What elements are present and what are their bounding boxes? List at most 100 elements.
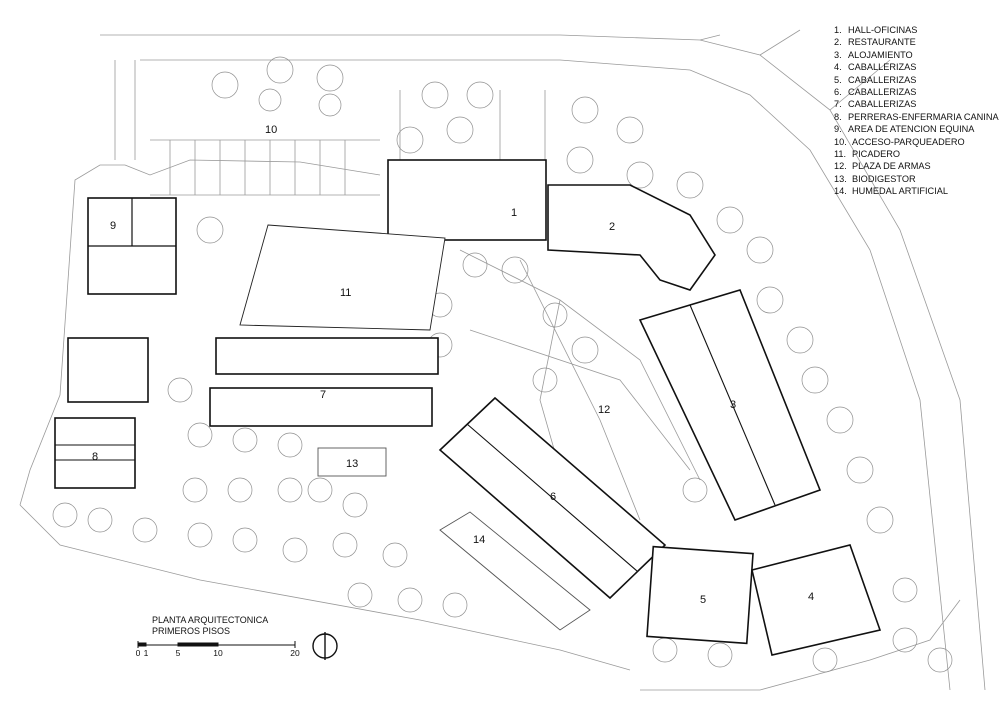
tree-icon (927, 647, 953, 673)
tree-icon (277, 477, 303, 503)
scale-label: 1 (143, 648, 149, 658)
tree-icon (716, 206, 744, 234)
tree-icon (892, 627, 918, 653)
tree-icon (187, 422, 213, 448)
legend: 1.HALL-OFICINAS 2.RESTAURANTE 3.ALOJAMIE… (834, 24, 999, 198)
tree-icon (616, 116, 644, 144)
tree-icon (397, 587, 423, 613)
tree-icon (846, 456, 874, 484)
tree-icon (801, 366, 829, 394)
legend-item: 10.ACCESO-PARQUEADERO (834, 136, 965, 147)
tree-icon (227, 477, 253, 503)
tree-icon (396, 126, 424, 154)
tree-icon (466, 81, 494, 109)
tree-icon (316, 64, 344, 92)
legend-item: 4.CABALLERIZAS (834, 62, 917, 73)
label-12: 12 (598, 404, 610, 416)
tree-icon (826, 406, 854, 434)
tree-group (52, 56, 953, 673)
tree-icon (266, 56, 294, 84)
tree-icon (676, 171, 704, 199)
label-7: 7 (320, 389, 326, 401)
legend-item: 1.HALL-OFICINAS (834, 25, 918, 35)
label-10: 10 (265, 124, 277, 136)
tree-icon (332, 532, 358, 558)
legend-item: 12.PLAZA DE ARMAS (834, 161, 931, 172)
humedal-artificial (439, 511, 591, 631)
tree-icon (232, 527, 258, 553)
tree-icon (282, 537, 308, 563)
legend-item: 14.HUMEDAL ARTIFICIAL (834, 186, 948, 197)
building-8 (67, 337, 149, 403)
label-8: 8 (92, 451, 98, 463)
north-arrow-icon (312, 632, 338, 660)
tree-icon (446, 116, 474, 144)
tree-icon (277, 432, 303, 458)
legend-item: 8.PERRERAS-ENFERMARIA CANINA (834, 111, 999, 122)
drawing-title-line1: PLANTA ARQUITECTONICA (152, 615, 269, 625)
tree-icon (52, 502, 78, 528)
legend-item: 3.ALOJAMIENTO (834, 49, 913, 60)
tree-icon (707, 642, 733, 668)
tree-icon (566, 146, 594, 174)
label-9: 9 (110, 220, 116, 232)
building-1 (387, 159, 547, 241)
tree-icon (756, 286, 784, 314)
tree-icon (211, 71, 239, 99)
tree-icon (682, 477, 708, 503)
tree-icon (571, 336, 599, 364)
plaza-paths (459, 249, 701, 521)
tree-icon (342, 492, 368, 518)
building-8-kennels (54, 417, 136, 489)
drawing-title-line2: PRIMEROS PISOS (152, 626, 231, 636)
label-11: 11 (340, 287, 351, 299)
building-3 (638, 289, 822, 521)
road-edge-lane (699, 29, 891, 111)
label-5: 5 (700, 594, 706, 606)
parking-lines (150, 139, 380, 196)
tree-icon (542, 302, 568, 328)
access-paths (114, 60, 546, 175)
tree-icon (532, 367, 558, 393)
tree-icon (307, 477, 333, 503)
label-3: 3 (730, 399, 736, 411)
tree-icon (746, 236, 774, 264)
tree-icon (87, 507, 113, 533)
tree-icon (382, 542, 408, 568)
legend-item: 9.AREA DE ATENCION EQUINA (834, 124, 975, 135)
tree-icon (182, 477, 208, 503)
tree-icon (812, 647, 838, 673)
tree-icon (347, 582, 373, 608)
tree-icon (167, 377, 193, 403)
label-4: 4 (808, 591, 814, 603)
tree-icon (501, 256, 529, 284)
tree-icon (866, 506, 894, 534)
label-1: 1 (511, 207, 517, 219)
tree-icon (132, 517, 158, 543)
building-7-south (209, 387, 433, 427)
tree-icon (626, 161, 654, 189)
building-4 (751, 544, 882, 656)
road-edge-top (100, 34, 986, 691)
label-13: 13 (346, 458, 358, 470)
tree-icon (187, 522, 213, 548)
scale-label: 20 (290, 648, 300, 658)
tree-icon (318, 93, 342, 117)
road-edge-inner (140, 59, 951, 691)
legend-item: 7.CABALLERIZAS (834, 99, 917, 110)
tree-icon (196, 216, 224, 244)
legend-item: 13.BIODIGESTOR (834, 173, 916, 184)
building-5 (646, 545, 754, 645)
scale-label: 5 (175, 648, 181, 658)
legend-item: 2.RESTAURANTE (834, 37, 916, 48)
building-7-north (215, 337, 439, 375)
drawing-title: PLANTA ARQUITECTONICA PRIMEROS PISOS (152, 615, 268, 637)
biodigestor (317, 447, 387, 477)
tree-icon (892, 577, 918, 603)
site-boundary-right (640, 599, 961, 691)
tree-icon (258, 88, 282, 112)
scale-label: 10 (213, 648, 223, 658)
tree-icon (421, 81, 449, 109)
label-2: 2 (609, 221, 615, 233)
